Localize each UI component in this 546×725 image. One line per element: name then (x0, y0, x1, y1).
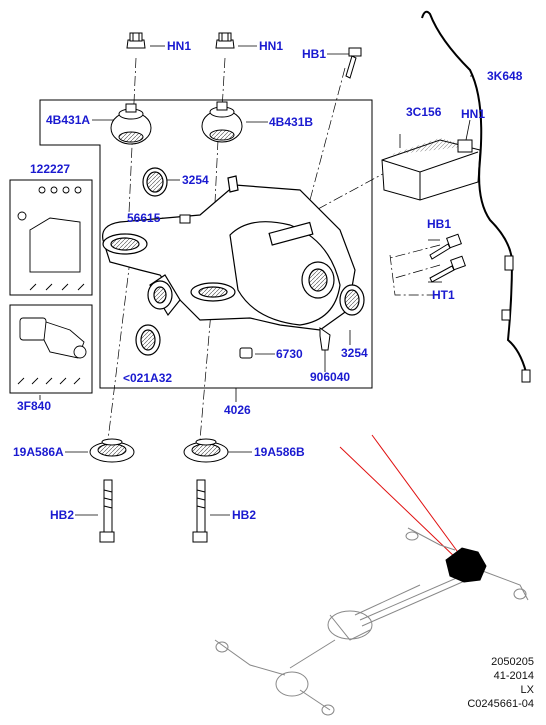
callout-3254-upper: 3254 (182, 173, 209, 187)
differential-housing (102, 175, 356, 331)
kit-box-122227 (9, 179, 93, 296)
bolt-hb1-top (345, 47, 362, 79)
callout-021a32: <021A32 (123, 371, 173, 385)
stud-ht1 (429, 255, 466, 283)
assembly-frame (39, 99, 373, 389)
nut-hn1-left (126, 32, 146, 49)
footer-model: LX (520, 684, 534, 696)
plug-6730 (239, 347, 253, 359)
breather-906040 (319, 327, 331, 351)
callout-3k648: 3K648 (487, 69, 523, 83)
callout-3f840: 3F840 (17, 399, 52, 413)
highlighted-rear-differential (445, 547, 487, 583)
callout-906040: 906040 (310, 370, 351, 384)
kit-122227-parts (17, 186, 85, 291)
callout-19a586a: 19A586A (13, 445, 64, 459)
locator-lines (339, 434, 461, 561)
callout-hn1-module: HN1 (461, 107, 486, 121)
footer-illustration-id: C0245661-04 (467, 698, 534, 710)
mount-19a586a (89, 438, 135, 463)
bushing-4b431b (201, 101, 243, 143)
sensor-cable-3k648 (421, 10, 527, 373)
callout-122227: 122227 (30, 162, 71, 176)
footer-code: 2050205 (491, 656, 534, 668)
callout-4b431b: 4B431B (269, 115, 314, 129)
bolt-hb1-right (429, 233, 462, 260)
bolt-hb2-left (99, 479, 115, 543)
kit-3f840-parts (17, 317, 87, 385)
callout-hb2-right: HB2 (232, 508, 257, 522)
callout-6730: 6730 (276, 347, 303, 361)
mount-19a586b (183, 438, 229, 463)
seal-3254-upper (142, 167, 168, 197)
callout-hb1-right: HB1 (427, 217, 452, 231)
callout-hb1-top: HB1 (302, 47, 327, 61)
callout-19a586b: 19A586B (254, 445, 305, 459)
plug-56615 (179, 214, 191, 224)
callout-hn1-right: HN1 (259, 39, 284, 53)
callout-3254-lower: 3254 (341, 346, 368, 360)
seal-3254-lower (339, 284, 365, 316)
callout-3c156: 3C156 (406, 105, 442, 119)
seal-021a32 (135, 324, 161, 356)
drivetrain-locator (214, 527, 529, 716)
nut-hn1-right (215, 32, 235, 49)
callout-ht1: HT1 (432, 288, 455, 302)
bushing-4b431a (110, 103, 152, 145)
footer-reference-block: 2050205 41-2014 LX C0245661-04 (467, 655, 534, 711)
callout-4026: 4026 (224, 403, 251, 417)
callout-4b431a: 4B431A (46, 113, 91, 127)
callout-56615: 56615 (127, 211, 161, 225)
footer-date: 41-2014 (493, 670, 534, 682)
bolt-hb2-right (192, 479, 208, 543)
module-3c156 (381, 138, 481, 201)
callout-hn1-left: HN1 (167, 39, 192, 53)
kit-box-3f840 (9, 304, 93, 394)
callout-hb2-left: HB2 (50, 508, 75, 522)
